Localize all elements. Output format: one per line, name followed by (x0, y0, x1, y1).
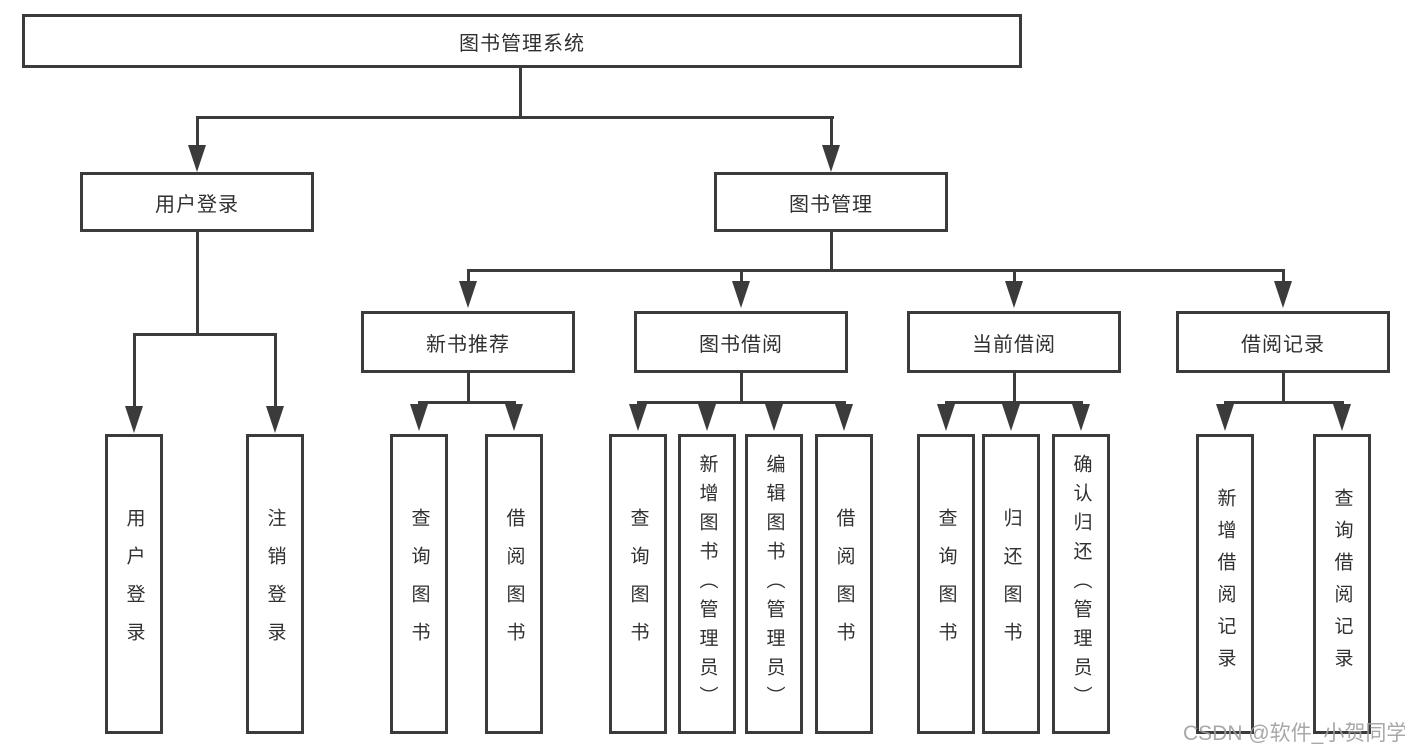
leaf-nbr-borrow-books-label: 借阅图书 (503, 508, 525, 660)
connector-nbr-trunk (467, 373, 470, 403)
arrowhead-down-icon (1216, 404, 1234, 431)
leaf-bb-query-books-label: 查询图书 (627, 508, 649, 660)
arrowhead-down-icon (937, 404, 955, 431)
leaf-cb-return-books-label: 归还图书 (1000, 508, 1022, 660)
arrowhead-down-icon (765, 404, 783, 431)
arrowhead-down-icon (125, 406, 143, 433)
leaf-cb-query-books: 查询图书 (917, 434, 975, 734)
connector-br-split (1224, 401, 1344, 404)
arrowhead-down-icon (266, 406, 284, 433)
arrowhead-down-icon (1005, 281, 1023, 308)
connector-user-login-trunk (196, 232, 199, 335)
connector-user-login-split (133, 333, 277, 336)
leaf-logout: 注销登录 (246, 434, 304, 734)
leaf-bb-add-books: 新增图书（管理员） (678, 434, 736, 734)
leaf-nbr-query-books: 查询图书 (390, 434, 448, 734)
node-current-borrow: 当前借阅 (907, 311, 1121, 373)
connector-br-trunk (1282, 373, 1285, 403)
connector-drop-book-mgmt (830, 116, 833, 146)
leaf-nbr-query-books-label: 查询图书 (408, 508, 430, 660)
connector-nbr-split (418, 401, 516, 404)
node-user-login: 用户登录 (80, 172, 314, 232)
leaf-cb-query-books-label: 查询图书 (935, 508, 957, 660)
node-book-mgmt: 图书管理 (714, 172, 948, 232)
arrowhead-down-icon (410, 404, 428, 431)
arrowhead-down-icon (698, 404, 716, 431)
node-user-login-label: 用户登录 (155, 193, 239, 216)
connector-book-mgmt-trunk (830, 232, 833, 271)
arrowhead-down-icon (732, 281, 750, 308)
node-book-borrow-label: 图书借阅 (699, 333, 783, 356)
csdn-watermark: CSDN @软件_小贺同学 (1183, 722, 1405, 745)
leaf-br-add-record-label: 新增借阅记录 (1214, 488, 1236, 680)
node-new-book-rec-label: 新书推荐 (426, 333, 510, 356)
arrowhead-down-icon (822, 145, 840, 172)
node-root-label: 图书管理系统 (459, 32, 585, 55)
arrowhead-down-icon (188, 145, 206, 172)
arrowhead-down-icon (1274, 281, 1292, 308)
connector-bb-trunk (740, 373, 743, 403)
leaf-bb-borrow-books-label: 借阅图书 (833, 508, 855, 660)
connector-root-trunk (519, 68, 522, 118)
arrowhead-down-icon (459, 281, 477, 308)
arrowhead-down-icon (1333, 404, 1351, 431)
node-book-borrow: 图书借阅 (634, 311, 848, 373)
node-root: 图书管理系统 (22, 14, 1022, 68)
node-current-borrow-label: 当前借阅 (972, 333, 1056, 356)
leaf-br-query-record: 查询借阅记录 (1313, 434, 1371, 734)
leaf-bb-add-books-label: 新增图书（管理员） (696, 453, 718, 715)
connector-drop-current-borrow (1013, 269, 1016, 282)
leaf-bb-query-books: 查询图书 (609, 434, 667, 734)
arrowhead-down-icon (1002, 404, 1020, 431)
connector-drop-book-borrow (740, 269, 743, 282)
leaf-bb-borrow-books: 借阅图书 (815, 434, 873, 734)
connector-cb-split (945, 401, 1083, 404)
node-book-mgmt-label: 图书管理 (789, 193, 873, 216)
leaf-cb-confirm-return: 确认归还（管理员） (1052, 434, 1110, 734)
leaf-bb-edit-books-label: 编辑图书（管理员） (763, 453, 785, 715)
leaf-user-login: 用户登录 (105, 434, 163, 734)
leaf-cb-confirm-return-label: 确认归还（管理员） (1070, 453, 1092, 715)
leaf-logout-label: 注销登录 (264, 508, 286, 660)
arrowhead-down-icon (629, 404, 647, 431)
connector-drop-user-login (196, 116, 199, 146)
connector-drop-ul-login (133, 333, 136, 407)
leaf-user-login-label: 用户登录 (123, 508, 145, 660)
connector-drop-borrow-records (1282, 269, 1285, 282)
leaf-br-query-record-label: 查询借阅记录 (1331, 488, 1353, 680)
connector-drop-new-book-rec (467, 269, 470, 282)
arrowhead-down-icon (505, 404, 523, 431)
connector-cb-trunk (1013, 373, 1016, 403)
node-new-book-rec: 新书推荐 (361, 311, 575, 373)
arrowhead-down-icon (1072, 404, 1090, 431)
connector-level2-split (467, 269, 1285, 272)
leaf-nbr-borrow-books: 借阅图书 (485, 434, 543, 734)
connector-bb-split (637, 401, 846, 404)
connector-drop-ul-logout (274, 333, 277, 407)
arrowhead-down-icon (835, 404, 853, 431)
node-borrow-records-label: 借阅记录 (1241, 333, 1325, 356)
leaf-br-add-record: 新增借阅记录 (1196, 434, 1254, 734)
node-borrow-records: 借阅记录 (1176, 311, 1390, 373)
leaf-bb-edit-books: 编辑图书（管理员） (745, 434, 803, 734)
leaf-cb-return-books: 归还图书 (982, 434, 1040, 734)
connector-level1-split (196, 116, 834, 119)
